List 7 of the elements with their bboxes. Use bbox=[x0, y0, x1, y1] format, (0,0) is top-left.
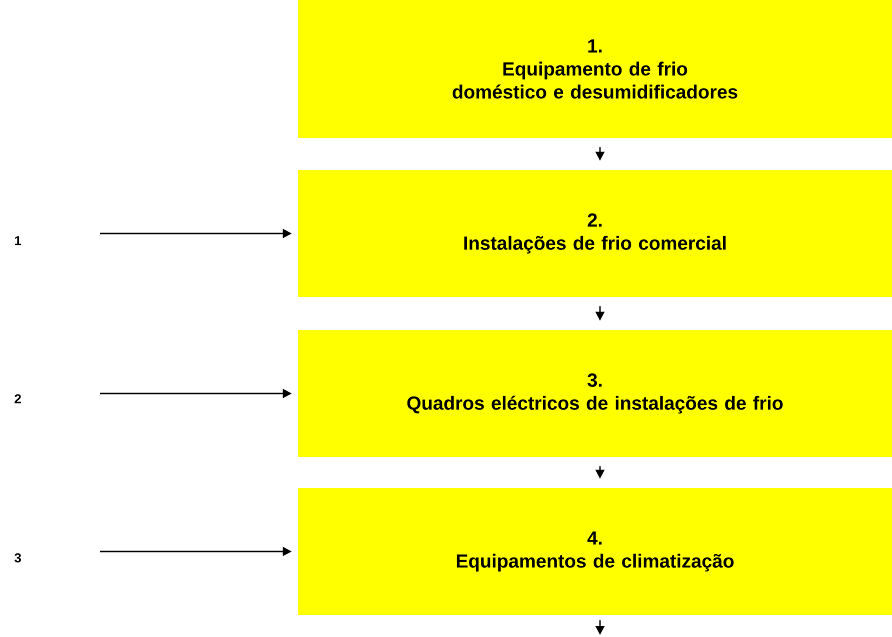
process-box: 1. Equipamento de frio doméstico e desumidificadores bbox=[298, 0, 892, 138]
callout-number: 3 bbox=[14, 553, 21, 562]
callout-number: 1 bbox=[15, 236, 22, 246]
callout-number: 2 bbox=[14, 394, 21, 404]
process-box: 3. Quadros eléctricos de instalações de frio bbox=[298, 330, 892, 457]
process-box: 2. Instalações de frio comercial bbox=[298, 170, 892, 297]
process-box: 4. Equipamentos de climatização bbox=[298, 488, 892, 615]
